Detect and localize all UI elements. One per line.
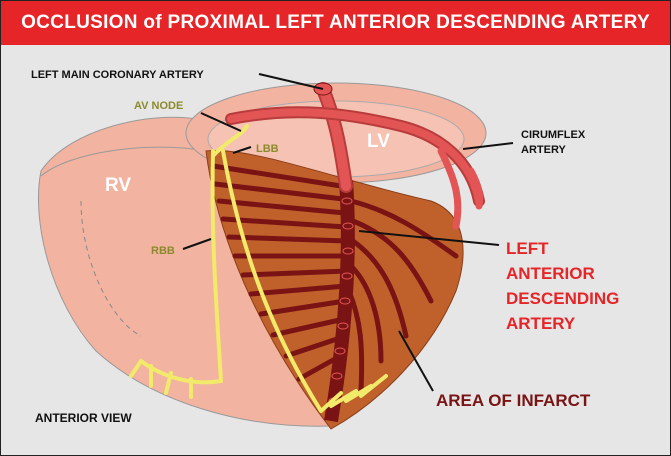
label-rbb: RBB — [151, 245, 175, 257]
label-infarct: AREA OF INFARCT — [436, 391, 591, 410]
label-anterior-view: ANTERIOR VIEW — [35, 411, 132, 425]
heart-illustration: LEFT MAIN CORONARY ARTERY AV NODE LBB LV… — [1, 45, 670, 455]
diagram-title: OCCLUSION of PROXIMAL LEFT ANTERIOR DESC… — [21, 12, 650, 34]
label-lad-1: LEFT — [506, 239, 549, 258]
label-circumflex-1: CIRUMFLEX — [521, 129, 586, 141]
label-lad-4: ARTERY — [506, 314, 576, 333]
label-rv: RV — [105, 175, 131, 196]
title-bar: OCCLUSION of PROXIMAL LEFT ANTERIOR DESC… — [1, 1, 670, 45]
label-left-main: LEFT MAIN CORONARY ARTERY — [31, 69, 204, 81]
label-lv: LV — [367, 131, 390, 152]
label-av-node: AV NODE — [134, 100, 183, 112]
label-lad-3: DESCENDING — [506, 289, 619, 308]
label-circumflex-2: ARTERY — [521, 144, 566, 156]
label-lad-2: ANTERIOR — [506, 264, 595, 283]
label-lbb: LBB — [256, 143, 279, 155]
